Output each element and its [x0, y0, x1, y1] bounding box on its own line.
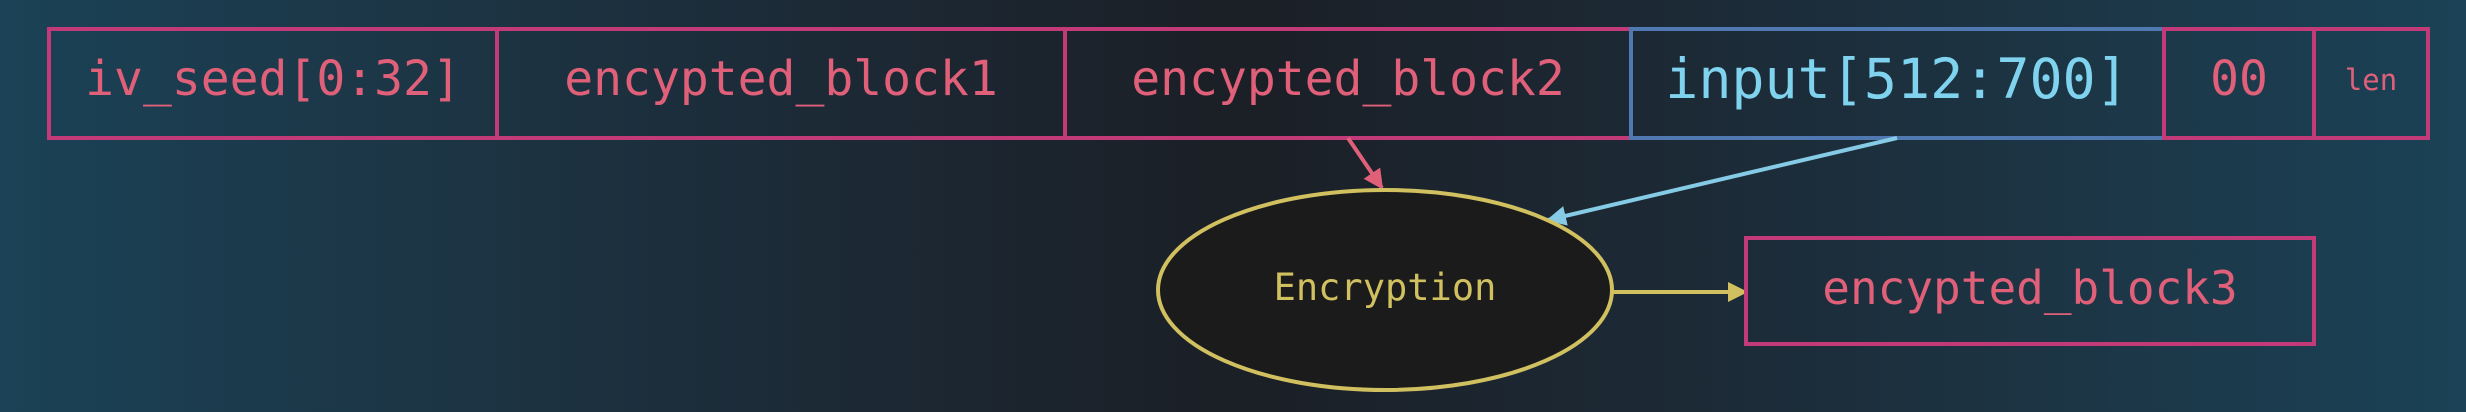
encrypted-block2: encypted_block2 — [1063, 27, 1633, 140]
output-block3-label: encypted_block3 — [1822, 261, 2237, 315]
encrypted-block1: encypted_block1 — [495, 27, 1067, 140]
input-label: input[512:700] — [1665, 47, 2129, 111]
len-block: len — [2312, 27, 2430, 140]
iv-seed-block: iv_seed[0:32] — [47, 27, 499, 140]
encrypted-block1-label: encypted_block1 — [564, 51, 997, 107]
edge-input-to-encryption — [1546, 136, 1898, 226]
len-label: len — [2345, 63, 2397, 97]
iv-seed-label: iv_seed[0:32] — [85, 51, 461, 107]
encrypted-block2-label: encypted_block2 — [1131, 51, 1564, 107]
output-block3: encypted_block3 — [1744, 236, 2316, 346]
edge-block2-to-encryption — [1346, 136, 1384, 190]
encryption-node: Encryption — [1156, 188, 1614, 392]
record-strip: iv_seed[0:32] encypted_block1 encypted_b… — [47, 27, 2430, 140]
zeros-label: 00 — [2210, 51, 2268, 107]
zeros-block: 00 — [2162, 27, 2316, 140]
encryption-label: Encryption — [1274, 266, 1497, 309]
input-block: input[512:700] — [1629, 27, 2166, 140]
